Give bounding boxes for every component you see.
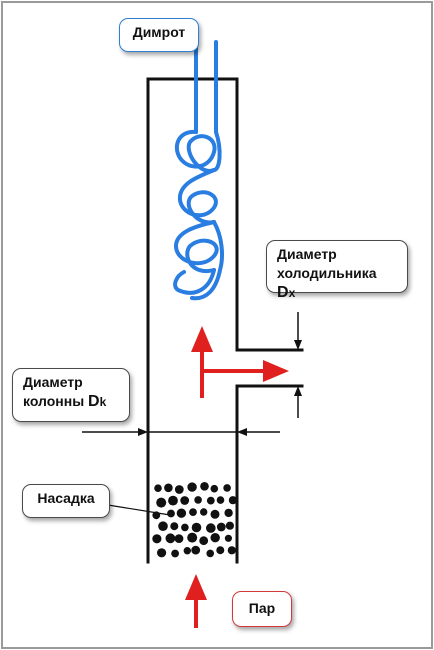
packing-bead [180,496,190,505]
column-symbol: D [88,393,100,410]
column-walls [146,77,304,564]
packing-bead [152,511,161,520]
packing-bead [191,545,201,555]
packing-bead [174,485,184,494]
column-line2-row: колонны Dk [23,392,119,412]
dimroth-coil-icon [173,40,224,301]
packing-label: Насадка [22,484,110,518]
packing-bead [187,482,197,492]
steam-text: Пар [248,600,276,616]
packing-bead [181,523,189,532]
packing-beads-icon [152,482,237,558]
packing-bead [210,509,220,519]
packing-bead [191,522,202,533]
column-diameter-label: Диаметр колонны Dk [12,368,130,422]
packing-bead [183,547,191,555]
packing-bead [165,533,176,544]
packing-bead [152,534,162,544]
packing-bead [189,508,197,516]
column-subscript: k [99,395,107,409]
packing-bead [194,496,202,504]
packing-bead [224,508,233,518]
steam-label: Пар [232,591,292,627]
packing-bead [158,521,168,531]
column-line1: Диаметр [23,374,83,390]
vapor-side-arrowhead [263,360,289,382]
cooler-symbol: D [277,284,289,301]
red-flow-arrow-icon [185,326,289,628]
packing-bead [210,484,219,493]
cooler-diameter-dimension [294,312,302,418]
cooler-line2-row: холодильника Dx [277,264,397,303]
packing-bead [225,521,234,530]
packing-bead [224,534,232,542]
cooler-subscript: x [288,286,296,300]
dimrot-label: Димрот [119,18,199,52]
packing-bead [167,509,175,518]
packing-bead [206,549,214,558]
column-line2: колонны [23,393,85,409]
packing-bead [187,532,198,543]
packing-bead [157,548,167,558]
cooler-line1: Диаметр [277,246,337,262]
packing-bead [176,508,187,518]
packing-bead [164,483,173,493]
packing-bead [216,522,226,532]
packing-bead [228,496,237,505]
packing-bead [168,495,178,506]
packing-bead [154,484,162,493]
packing-bead [199,536,209,546]
packing-bead [216,496,225,504]
cooler-line2: холодильника [277,265,377,281]
dimrot-text: Димрот [132,24,186,40]
packing-bead [206,523,216,533]
packing-bead [171,549,180,558]
packing-text: Насадка [37,490,95,506]
packing-bead [170,522,179,531]
packing-bead [227,546,236,555]
packing-bead [223,484,231,492]
packing-bead [210,533,220,543]
packing-bead [156,497,167,508]
steam-up-arrowhead [185,574,207,600]
packing-bead [216,546,225,555]
packing-bead [200,482,209,491]
vapor-up-arrowhead [191,326,213,352]
packing-bead [206,496,215,505]
cooler-diameter-label: Диаметр холодильника Dx [266,240,408,301]
column-diameter-dimension [82,428,280,436]
packing-bead [200,508,208,516]
packing-bead [174,534,184,543]
